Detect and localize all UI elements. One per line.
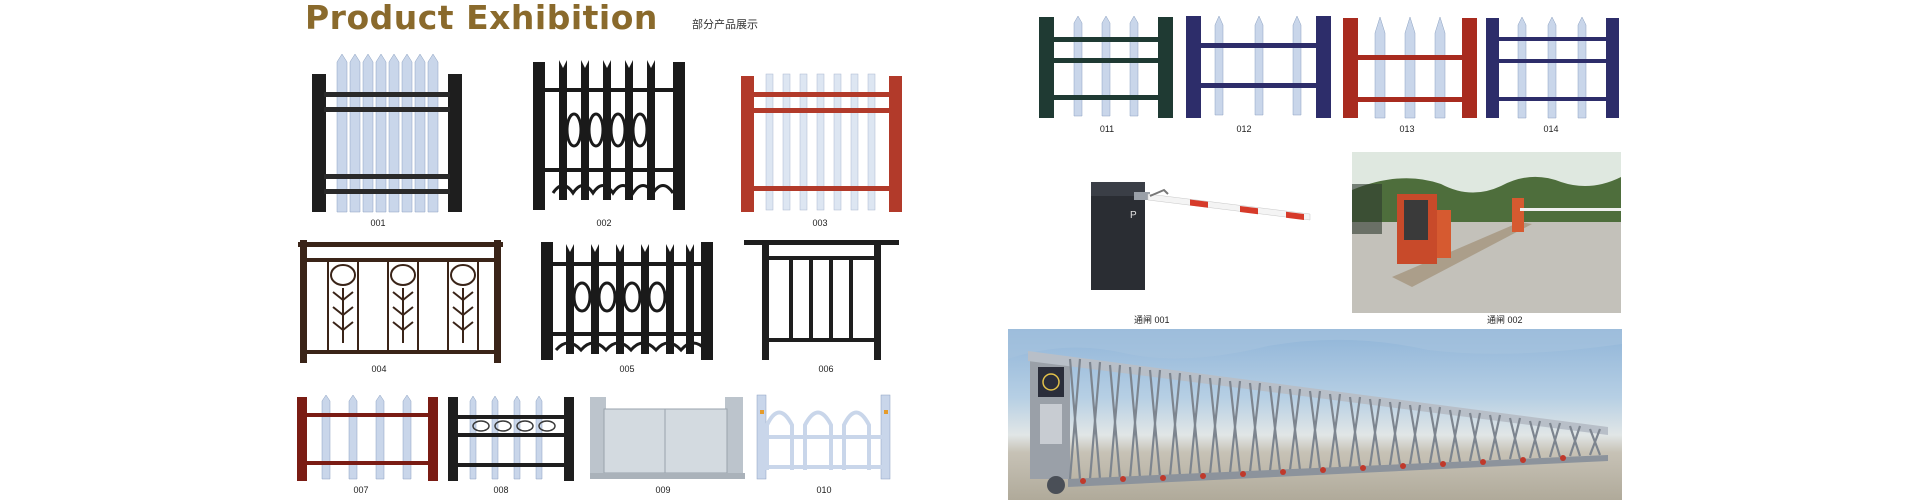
product-caption: 003 (812, 218, 828, 228)
svg-text:P: P (1130, 210, 1137, 221)
fence-001-image (312, 53, 462, 213)
product-caption: 007 (353, 485, 369, 495)
product-caption: 012 (1236, 124, 1252, 134)
barrier-002-photo (1352, 152, 1621, 313)
barrier-caption-002: 通闸 002 (1487, 315, 1523, 325)
fence-011-image (1039, 15, 1173, 118)
page-title: Product Exhibition (305, 0, 658, 37)
barrier-caption-001: 通闸 001 (1134, 315, 1170, 325)
fence-008-image (448, 395, 574, 481)
fence-006-image (744, 240, 899, 360)
fence-012-image (1186, 15, 1331, 118)
product-caption: 008 (493, 485, 509, 495)
product-caption: 011 (1099, 124, 1115, 134)
fence-007-image (297, 394, 438, 481)
fence-014-image (1486, 16, 1619, 119)
fence-003-image (741, 73, 902, 212)
fence-010-image (756, 394, 891, 480)
retractable-gate-photo (1008, 329, 1622, 500)
boom-barrier-001-image: P (1091, 182, 1311, 290)
product-caption: 001 (370, 218, 386, 228)
product-caption: 014 (1543, 124, 1559, 134)
product-caption: 005 (619, 364, 635, 374)
product-caption: 006 (818, 364, 834, 374)
fence-005-image (541, 242, 713, 360)
fence-002-image (533, 60, 685, 210)
product-caption: 010 (816, 485, 832, 495)
product-caption: 013 (1399, 124, 1415, 134)
product-caption: 002 (596, 218, 612, 228)
product-caption: 009 (655, 485, 671, 495)
fence-004-image (298, 240, 503, 363)
page-subtitle: 部分产品展示 (692, 19, 758, 31)
product-caption: 004 (371, 364, 387, 374)
fence-009-image (590, 397, 745, 479)
fence-013-image (1343, 16, 1477, 119)
